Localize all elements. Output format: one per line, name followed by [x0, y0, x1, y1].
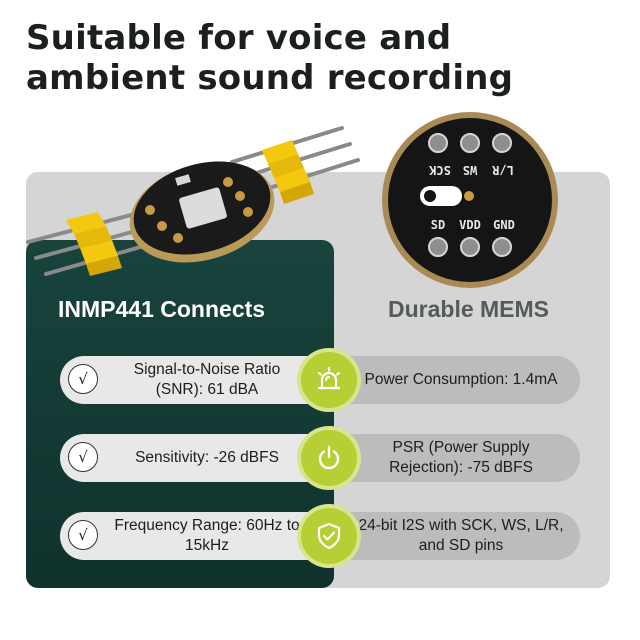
i2s-text: 24-bit I2S with SCK, WS, L/R, and SD pin…: [358, 517, 564, 554]
frequency-range-pill: √ Frequency Range: 60Hz to 15kHz: [60, 512, 332, 560]
power-icon: [301, 430, 357, 486]
pin-label-sck: SCK: [428, 163, 450, 177]
mic-board-top: SCK WS L/R SD VDD GND: [382, 112, 558, 288]
pin-label-sd: SD: [431, 218, 445, 232]
headline-line-1: Suitable for voice and: [26, 18, 452, 58]
power-consumption-text: Power Consumption: 1.4mA: [364, 371, 558, 388]
sensitivity-text: Sensitivity: -26 dBFS: [135, 449, 279, 466]
pin-label-gnd: GND: [493, 218, 515, 232]
mic-board-side: [129, 161, 275, 263]
frequency-range-text: Frequency Range: 60Hz to 15kHz: [114, 517, 300, 554]
shield-check-icon: [301, 508, 357, 564]
psr-text: PSR (Power Supply Rejection): -75 dBFS: [389, 439, 533, 476]
pin-label-vdd: VDD: [459, 218, 481, 232]
inmp441-connects-title: INMP441 Connects: [58, 296, 266, 322]
sensitivity-pill: √ Sensitivity: -26 dBFS: [60, 434, 332, 482]
pin-label-ws: WS: [463, 163, 477, 177]
durable-mems-title: Durable MEMS: [388, 296, 550, 322]
check-icon: √: [68, 442, 98, 472]
snr-text: Signal-to-Noise Ratio (SNR): 61 dBA: [133, 361, 281, 398]
snr-pill: √ Signal-to-Noise Ratio (SNR): 61 dBA: [60, 356, 332, 404]
pin-label-lr: L/R: [491, 163, 513, 177]
psr-pill: PSR (Power Supply Rejection): -75 dBFS: [316, 434, 580, 482]
check-icon: √: [68, 364, 98, 394]
alarm-light-icon: [301, 352, 357, 408]
headline: Suitable for voice and ambient sound rec…: [26, 18, 626, 98]
headline-line-2: ambient sound recording: [26, 58, 514, 98]
check-icon: √: [68, 520, 98, 550]
power-consumption-pill: Power Consumption: 1.4mA: [316, 356, 580, 404]
i2s-pill: 24-bit I2S with SCK, WS, L/R, and SD pin…: [316, 512, 580, 560]
